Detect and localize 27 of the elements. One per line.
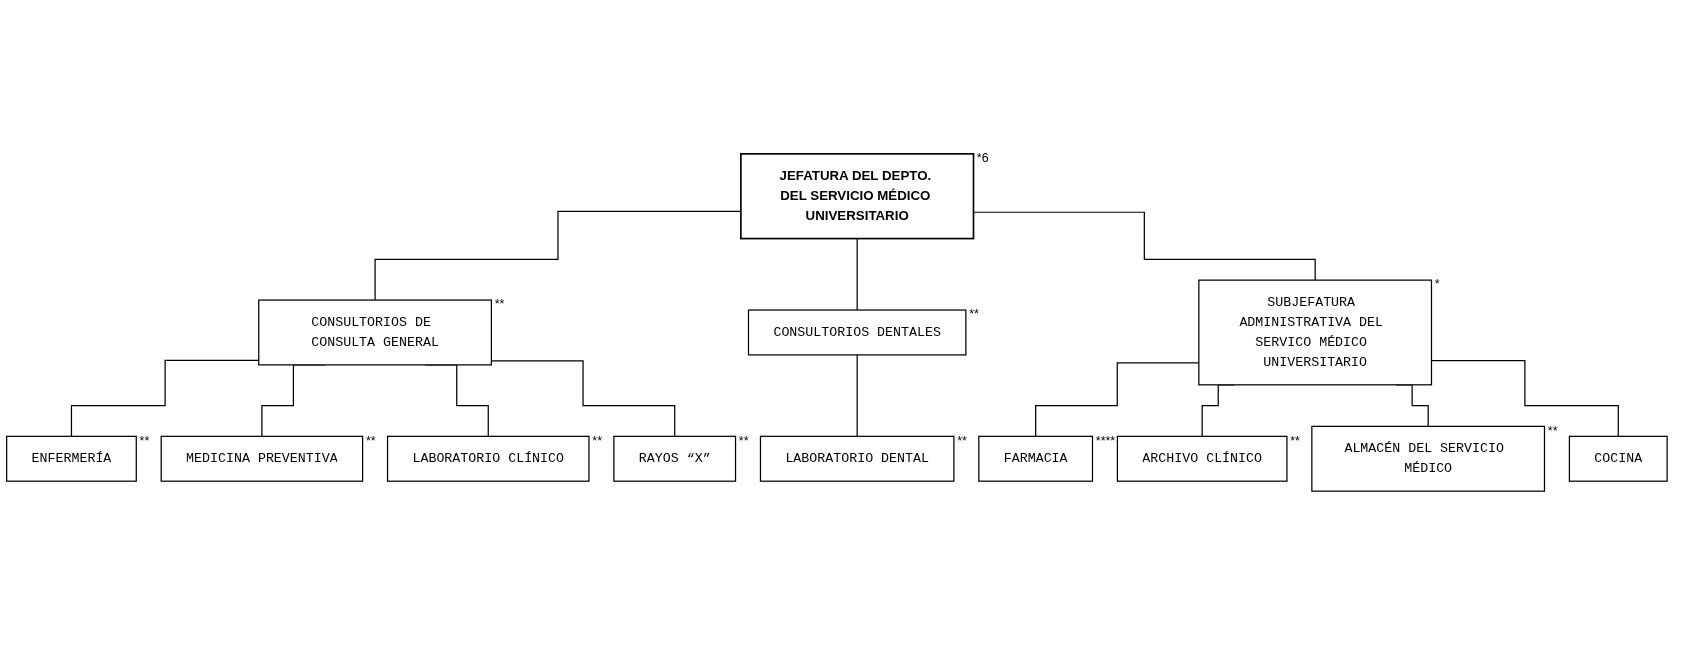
node-box: JEFATURA DEL DEPTO. DEL SERVICIO MÉDICO UNIVERSITARIO: [740, 153, 975, 240]
footnote-mark: **: [494, 297, 505, 312]
node-box: FARMACIA: [978, 435, 1094, 482]
node-box: ARCHIVO CLÍNICO: [1116, 435, 1288, 482]
connector: [856, 354, 858, 437]
node-box: LABORATORIO CLÍNICO: [386, 435, 590, 482]
footnote-mark: **: [365, 433, 376, 448]
node-box: LABORATORIO DENTAL: [759, 435, 955, 482]
connector: [856, 237, 858, 311]
footnote-mark: **: [1290, 433, 1300, 448]
node-box: SUBJEFATURA ADMINISTRATIVA DEL SERVICO MÉDICO UNIVERSITARIO: [1198, 279, 1433, 386]
node-box: RAYOS “X”: [613, 435, 737, 482]
footnote-mark: **: [957, 433, 967, 448]
footnote-mark: **: [738, 433, 749, 448]
footnote-mark: **: [139, 433, 150, 448]
node-box: MEDICINA PREVENTIVA: [160, 435, 364, 482]
footnote-mark: **: [1547, 423, 1558, 438]
node-box: COCINA: [1568, 435, 1668, 482]
node-box: CONSULTORIOS DE CONSULTA GENERAL: [258, 299, 492, 366]
footnote-mark: *6: [976, 151, 989, 166]
footnote-mark: *: [1434, 277, 1440, 292]
node-box: ENFERMERÍA: [6, 435, 137, 482]
footnote-mark: **: [969, 307, 979, 322]
node-box: ALMACÉN DEL SERVICIO MÉDICO: [1311, 425, 1546, 492]
footnote-mark: **: [592, 433, 602, 448]
footnote-mark: ****: [1095, 433, 1116, 448]
node-box: CONSULTORIOS DENTALES: [747, 309, 967, 356]
